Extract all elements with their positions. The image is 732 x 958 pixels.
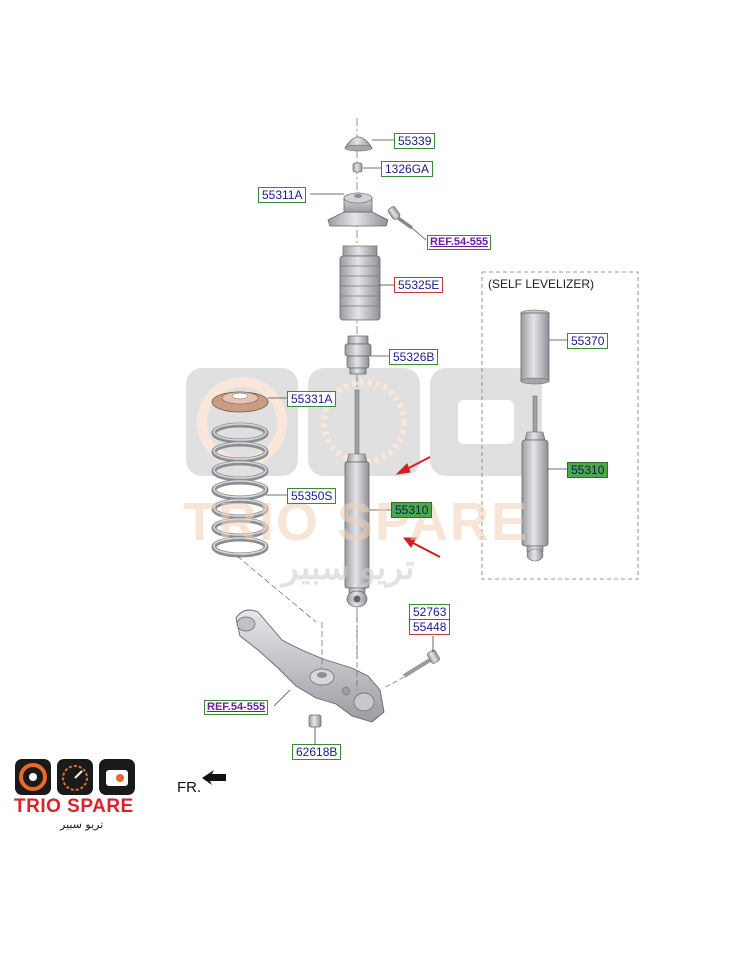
front-arrow-icon: [202, 770, 226, 785]
label-55325e[interactable]: 55325E: [394, 277, 444, 293]
lower-arm-part: [235, 609, 385, 723]
reference-link-top[interactable]: REF.54-555: [427, 235, 492, 250]
label-55339[interactable]: 55339: [394, 133, 436, 149]
label-55310-self-levelizer[interactable]: 55310: [567, 462, 609, 478]
self-levelizer-title: (SELF LEVELIZER): [488, 277, 595, 291]
label-52763[interactable]: 52763: [409, 604, 451, 620]
upper-mount-part: [327, 192, 389, 227]
label-55331a[interactable]: 55331A: [287, 391, 337, 407]
watermark-brand: TRIO SPARE: [183, 492, 530, 552]
label-55310-main[interactable]: 55310: [391, 502, 433, 518]
logo-arabic-text: تريو سبير: [60, 818, 104, 831]
nut-part: [352, 162, 363, 173]
logo-icons: [15, 759, 135, 795]
label-55326b[interactable]: 55326B: [389, 349, 439, 365]
watermark-arabic: تريو سبير: [282, 549, 415, 587]
label-1326ga[interactable]: 1326GA: [381, 161, 434, 177]
logo-brand-text: TRIO SPARE: [14, 796, 134, 817]
bump-stopper-part: [344, 335, 372, 375]
front-indicator: FR.: [177, 779, 202, 796]
label-55350s[interactable]: 55350S: [287, 488, 337, 504]
self-levelizer-box: [481, 271, 639, 580]
cap-part: [344, 136, 373, 152]
spring-seat-part: [211, 391, 269, 413]
label-55448[interactable]: 55448: [409, 619, 451, 635]
mount-bolt-part: [387, 206, 414, 230]
lower-bolt-part: [402, 649, 440, 678]
highlight-arrows: [395, 456, 441, 558]
label-62618b[interactable]: 62618B: [292, 744, 342, 760]
self-level-cover-part: [520, 309, 550, 385]
dust-boot-part: [339, 245, 381, 321]
self-level-shock-part: [521, 395, 549, 562]
label-55311a[interactable]: 55311A: [258, 187, 307, 203]
label-55370[interactable]: 55370: [567, 333, 609, 349]
reference-link-bottom[interactable]: REF.54-555: [204, 700, 269, 715]
shock-absorber-part: [344, 389, 370, 608]
brand-logo: TRIO SPARE تريو سبير: [14, 758, 136, 834]
lower-nut-part: [308, 714, 322, 728]
